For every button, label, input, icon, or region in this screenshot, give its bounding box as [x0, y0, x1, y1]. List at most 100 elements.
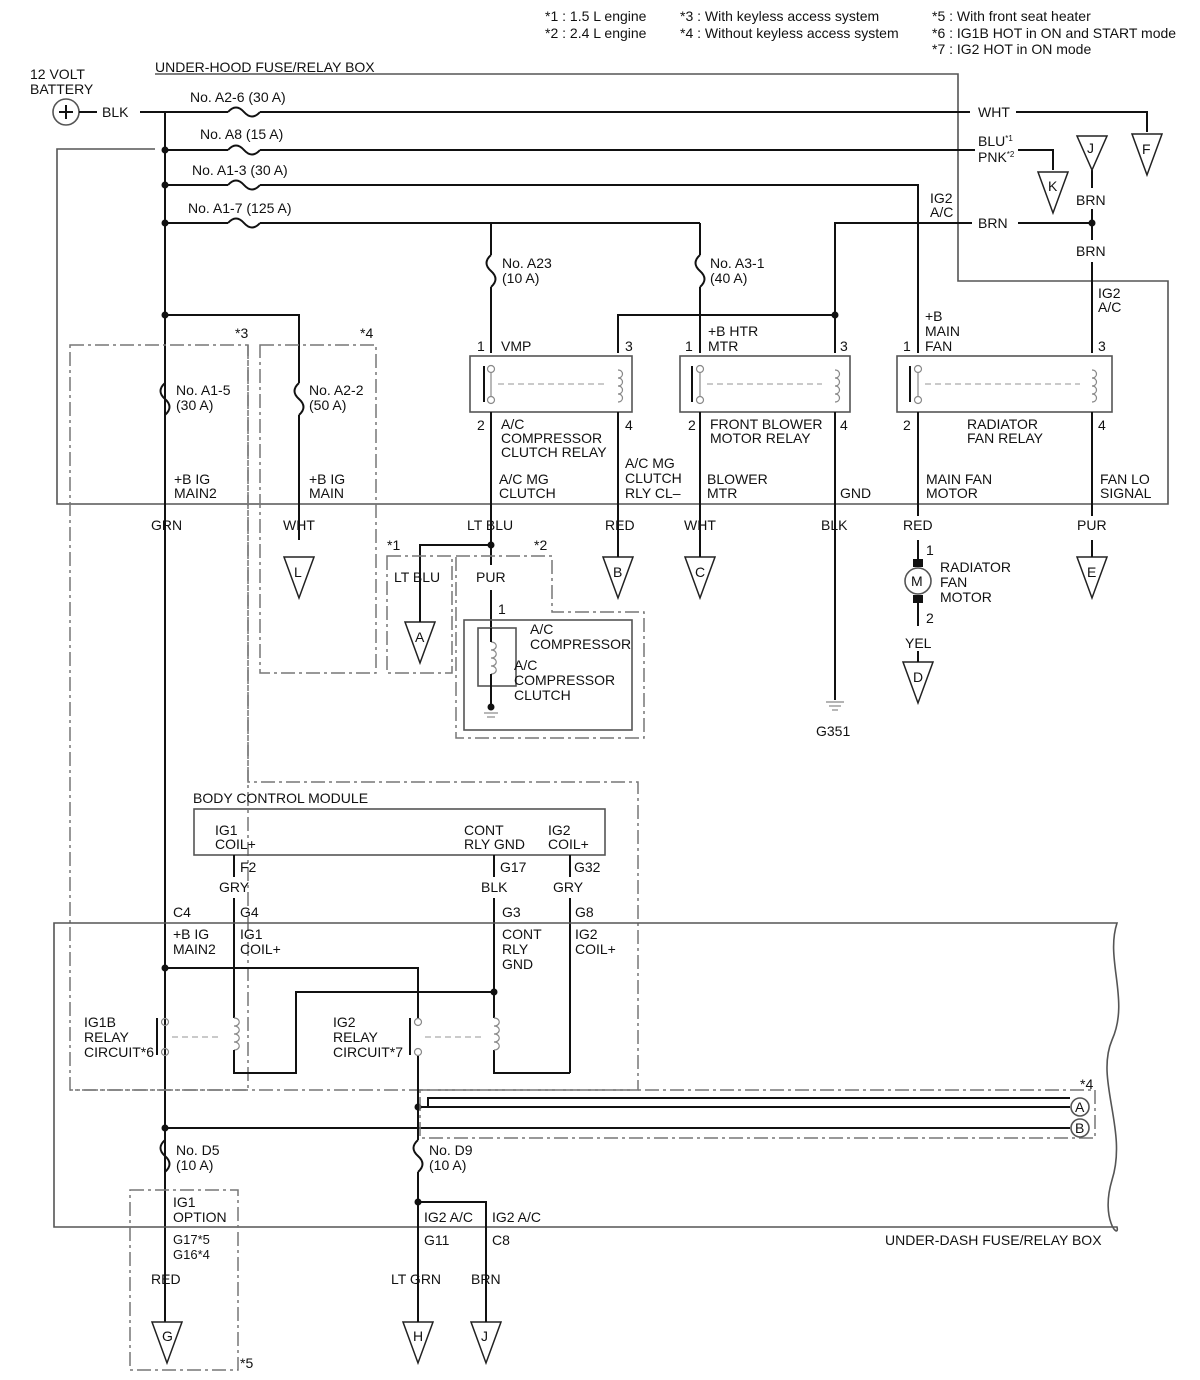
note-4: *4 : Without keyless access system: [680, 25, 899, 41]
fuse-a23-label-2: (10 A): [502, 270, 539, 286]
svg-text:IG2: IG2: [548, 822, 571, 838]
note-5: *5 : With front seat heater: [932, 8, 1091, 24]
svg-text:No. D9: No. D9: [429, 1142, 473, 1158]
fuse-a1-5-label-1: No. A1-5: [176, 382, 231, 398]
svg-text:GND: GND: [502, 956, 533, 972]
svg-text:MAIN: MAIN: [925, 323, 960, 339]
underhood-title: UNDER-HOOD FUSE/RELAY BOX: [155, 59, 375, 75]
svg-text:G3: G3: [502, 904, 521, 920]
svg-text:MTR: MTR: [708, 338, 738, 354]
svg-text:LT GRN: LT GRN: [391, 1271, 441, 1287]
svg-text:FRONT BLOWER: FRONT BLOWER: [710, 416, 823, 432]
svg-text:IG2 A/C: IG2 A/C: [424, 1209, 473, 1225]
svg-text:1: 1: [903, 338, 911, 354]
connector-triangles: L B C E A D F K J G H J: [150, 133, 1164, 1366]
svg-text:G17*5: G17*5: [173, 1232, 210, 1247]
svg-text:MAIN2: MAIN2: [173, 941, 216, 957]
connector-b2: B: [1075, 1120, 1084, 1136]
fuse-a1-5-label-2: (30 A): [176, 397, 213, 413]
svg-text:+B IG: +B IG: [174, 471, 210, 487]
fuse-a1-7-label: No. A1-7 (125 A): [188, 200, 292, 216]
connector-b: B: [613, 564, 622, 580]
wire-blu: BLU*1: [978, 133, 1013, 149]
front-blower-relay: 1 +B HTR MTR 3 2 4 FRONT BLOWER MOTOR RE…: [679, 323, 851, 446]
svg-text:COMPRESSOR: COMPRESSOR: [514, 672, 615, 688]
svg-text:G8: G8: [575, 904, 594, 920]
svg-text:SIGNAL: SIGNAL: [1100, 485, 1152, 501]
fuse-a1-3-label: No. A1-3 (30 A): [192, 162, 288, 178]
svg-text:FAN: FAN: [940, 574, 967, 590]
ig1b-relay: IG1B RELAY CIRCUIT*6: [84, 964, 498, 1074]
keyless-box: [69, 344, 249, 1091]
svg-text:IG2: IG2: [575, 926, 598, 942]
svg-text:MOTOR RELAY: MOTOR RELAY: [710, 430, 811, 446]
svg-text:VMP: VMP: [501, 338, 531, 354]
svg-text:MAIN FAN: MAIN FAN: [926, 471, 992, 487]
svg-text:1: 1: [498, 601, 506, 617]
svg-text:(10 A): (10 A): [176, 1157, 213, 1173]
svg-text:RELAY: RELAY: [84, 1029, 130, 1045]
svg-text:RADIATOR: RADIATOR: [940, 559, 1011, 575]
svg-text:+B IG: +B IG: [309, 471, 345, 487]
svg-text:IG2: IG2: [333, 1014, 356, 1030]
svg-text:RED: RED: [605, 517, 635, 533]
svg-text:M: M: [911, 573, 923, 589]
connector-e: E: [1087, 564, 1096, 580]
star-2: *2: [534, 537, 547, 553]
svg-text:PUR: PUR: [1077, 517, 1107, 533]
fuse-a1-7-icon: [227, 217, 261, 229]
fuse-a2-6-label: No. A2-6 (30 A): [190, 89, 286, 105]
svg-text:RLY CL–: RLY CL–: [625, 485, 681, 501]
svg-text:FAN LO: FAN LO: [1100, 471, 1150, 487]
connector-d: D: [913, 669, 923, 685]
ig2-relay: IG2 RELAY CIRCUIT*7: [333, 1014, 500, 1140]
svg-text:GRY: GRY: [219, 879, 250, 895]
battery: 12 VOLT BATTERY BLK: [30, 66, 129, 126]
svg-text:YEL: YEL: [905, 635, 932, 651]
svg-text:IG2 A/C: IG2 A/C: [492, 1209, 541, 1225]
ig2ac-label-1: IG2: [930, 190, 953, 206]
star-5: *5: [240, 1355, 253, 1371]
svg-text:LT BLU: LT BLU: [467, 517, 513, 533]
ac-compressor: 1 A/C COMPRESSOR A/C COMPRESSOR CLUTCH: [463, 601, 633, 731]
svg-text:COMPRESSOR: COMPRESSOR: [501, 430, 602, 446]
svg-text:+B IG: +B IG: [173, 926, 209, 942]
underdash-title: UNDER-DASH FUSE/RELAY BOX: [885, 1232, 1102, 1248]
svg-text:GRN: GRN: [151, 517, 182, 533]
fuse-a3-1-label-1: No. A3-1: [710, 255, 765, 271]
svg-text:2: 2: [477, 417, 485, 433]
fuse-d5-icon: [159, 1139, 171, 1173]
fuse-a1-5-icon: [159, 382, 171, 416]
svg-text:CONT: CONT: [502, 926, 542, 942]
wire-pnk: PNK*2: [978, 149, 1015, 165]
ground-g351: G351: [816, 701, 850, 739]
connector-j-top: J: [1087, 140, 1094, 156]
svg-text:OPTION: OPTION: [173, 1209, 227, 1225]
fuse-a2-6-icon: [227, 106, 261, 118]
note-3: *3 : With keyless access system: [680, 8, 879, 24]
ac-compressor-relay: 1 VMP 3 2 4 A/C COMPRESSOR CLUTCH RELAY: [469, 338, 633, 460]
connector-a: A: [415, 629, 425, 645]
svg-text:MAIN2: MAIN2: [174, 485, 217, 501]
svg-text:COIL+: COIL+: [575, 941, 616, 957]
svg-text:+B: +B: [925, 308, 943, 324]
radiator-fan-relay: 1 +B MAIN FAN 3 2 4 RADIATOR FAN RELAY: [896, 308, 1113, 446]
svg-text:C4: C4: [173, 904, 191, 920]
svg-text:RLY: RLY: [502, 941, 529, 957]
star-1: *1: [387, 537, 400, 553]
fuse-a8-icon: [227, 144, 261, 156]
svg-text:RELAY: RELAY: [333, 1029, 379, 1045]
svg-text:A/C: A/C: [530, 621, 553, 637]
svg-text:CLUTCH: CLUTCH: [499, 485, 556, 501]
svg-text:2: 2: [926, 610, 934, 626]
note-6: *6 : IG1B HOT in ON and START mode: [932, 25, 1176, 41]
svg-text:2: 2: [688, 417, 696, 433]
svg-text:4: 4: [1098, 417, 1106, 433]
svg-text:CLUTCH: CLUTCH: [625, 470, 682, 486]
svg-text:GRY: GRY: [553, 879, 584, 895]
battery-label-1: 12 VOLT: [30, 66, 85, 82]
svg-text:F2: F2: [240, 859, 257, 875]
svg-text:G32: G32: [574, 859, 601, 875]
svg-text:WHT: WHT: [283, 517, 315, 533]
